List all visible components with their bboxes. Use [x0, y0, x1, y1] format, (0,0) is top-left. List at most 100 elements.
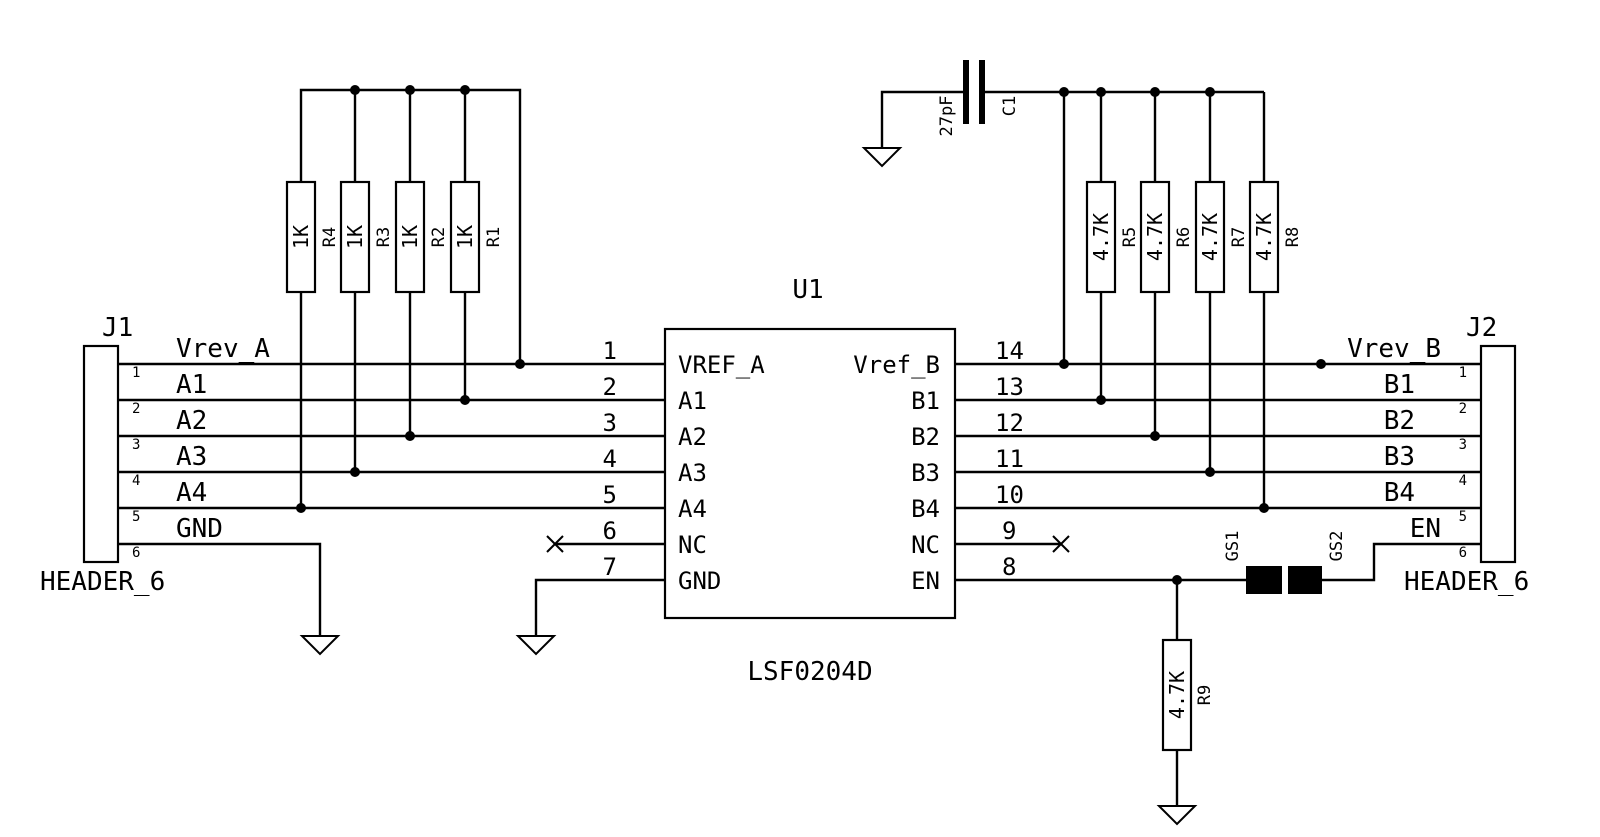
j2-net-en: EN — [1410, 514, 1441, 544]
u1-pin-name-1: VREF_A — [678, 351, 765, 379]
junction — [1096, 87, 1106, 97]
u1-ref: U1 — [792, 275, 823, 305]
junction — [1150, 87, 1160, 97]
wire-j1-gnd — [118, 542, 322, 636]
j2-value: HEADER_6 — [1404, 567, 1529, 597]
j2-body — [1479, 344, 1517, 564]
junction — [405, 85, 415, 95]
junction — [296, 503, 306, 513]
u1-pin-num-12: 12 — [995, 409, 1024, 437]
j2-net-vrev-b: Vrev_B — [1347, 334, 1441, 364]
r8-ref: R8 — [1283, 227, 1303, 247]
capacitor-c1: 27pF C1 — [937, 60, 1020, 136]
r9-ref: R9 — [1195, 685, 1215, 705]
j1-pin-1: 1 — [132, 365, 140, 381]
u1-pin-name-13: B1 — [911, 387, 940, 415]
j1-net-a1: A1 — [176, 370, 207, 400]
resistor-r1: 1K R1 — [449, 180, 504, 294]
j1-pin-3: 3 — [132, 437, 140, 453]
j1-value: HEADER_6 — [40, 567, 165, 597]
u1-pin-name-6: NC — [678, 531, 707, 559]
junction — [1259, 503, 1269, 513]
junction — [1059, 87, 1069, 97]
resistor-r8: 4.7K R8 — [1248, 180, 1303, 294]
junction — [1205, 467, 1215, 477]
j2-net-b2: B2 — [1384, 406, 1415, 436]
j2-pin-6: 6 — [1459, 545, 1467, 561]
j1-net-gnd: GND — [176, 514, 223, 544]
r7-value: 4.7K — [1198, 213, 1222, 261]
u1-pin-num-4: 4 — [603, 445, 617, 473]
u1-pin-num-13: 13 — [995, 373, 1024, 401]
resistor-r2: 1K R2 — [394, 180, 449, 294]
u1-pin-name-7: GND — [678, 567, 721, 595]
c1-ref: C1 — [1000, 96, 1020, 116]
r1-ref: R1 — [484, 227, 504, 247]
j1-body — [82, 344, 120, 564]
j1-pin-2: 2 — [132, 401, 140, 417]
wire-c1-gnd — [880, 90, 966, 148]
r5-value: 4.7K — [1089, 213, 1113, 261]
u1-pin-name-4: A3 — [678, 459, 707, 487]
r6-ref: R6 — [1174, 227, 1194, 247]
u1-pin-name-9: NC — [911, 531, 940, 559]
junction — [515, 359, 525, 369]
u1-pin-num-8: 8 — [1002, 553, 1016, 581]
u1-pin-num-11: 11 — [995, 445, 1024, 473]
r3-ref: R3 — [374, 227, 394, 247]
solder-jumper: GS1 GS2 — [1223, 531, 1347, 594]
u1-pin-num-1: 1 — [603, 337, 617, 365]
j2-net-b1: B1 — [1384, 370, 1415, 400]
u1-pin-name-3: A2 — [678, 423, 707, 451]
u1-pin-num-2: 2 — [603, 373, 617, 401]
junction — [1150, 431, 1160, 441]
j1-net-a3: A3 — [176, 442, 207, 472]
junction — [405, 431, 415, 441]
resistor-r3: 1K R3 — [339, 180, 394, 294]
jumper-label-gs2: GS2 — [1327, 531, 1347, 562]
j2-pin-4: 4 — [1459, 473, 1467, 489]
junction — [350, 85, 360, 95]
u1-pin-num-7: 7 — [603, 553, 617, 581]
resistor-r6: 4.7K R6 — [1139, 180, 1194, 294]
u1-pin-name-11: B3 — [911, 459, 940, 487]
u1-pin-name-12: B2 — [911, 423, 940, 451]
r6-value: 4.7K — [1143, 213, 1167, 261]
resistor-r7: 4.7K R7 — [1194, 180, 1249, 294]
ground-icon — [515, 635, 557, 656]
junction — [1096, 395, 1106, 405]
j1-net-a2: A2 — [176, 406, 207, 436]
r4-ref: R4 — [320, 227, 340, 247]
r5-ref: R5 — [1120, 227, 1140, 247]
jumper-pad-gs1 — [1246, 566, 1282, 594]
junction — [1316, 359, 1326, 369]
u1-pin-name-5: A4 — [678, 495, 707, 523]
ground-icon — [861, 147, 903, 168]
u1-pin-num-10: 10 — [995, 481, 1024, 509]
u1-pin-num-9: 9 — [1002, 517, 1016, 545]
u1-pin-num-3: 3 — [603, 409, 617, 437]
junction — [460, 85, 470, 95]
j2-pin-5: 5 — [1459, 509, 1467, 525]
j2-pin-3: 3 — [1459, 437, 1467, 453]
r3-value: 1K — [343, 225, 367, 249]
j2-pin-1: 1 — [1459, 365, 1467, 381]
j1-pin-4: 4 — [132, 473, 140, 489]
u1-pin-name-8: EN — [911, 567, 940, 595]
u1-pin-name-2: A1 — [678, 387, 707, 415]
j1-ref: J1 — [102, 313, 133, 343]
u1-pin-name-14: Vref_B — [853, 351, 940, 379]
u1-pin-num-14: 14 — [995, 337, 1024, 365]
junction — [1059, 359, 1069, 369]
ground-icon — [1156, 805, 1198, 826]
junction — [1205, 87, 1215, 97]
u1-body — [663, 327, 957, 620]
r4-value: 1K — [289, 225, 313, 249]
u1-value: LSF0204D — [747, 657, 872, 687]
u1-pin-num-6: 6 — [603, 517, 617, 545]
resistor-r5: 4.7K R5 — [1085, 180, 1140, 294]
r1-value: 1K — [453, 225, 477, 249]
j2-net-b3: B3 — [1384, 442, 1415, 472]
u1-pin-num-5: 5 — [603, 481, 617, 509]
